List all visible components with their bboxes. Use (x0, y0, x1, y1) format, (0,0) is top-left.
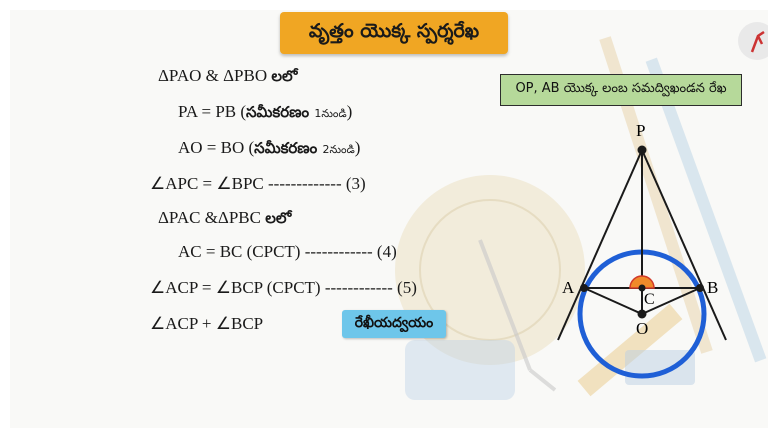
step-3-math: AO = BO ( (178, 138, 255, 157)
label-p: P (636, 121, 645, 140)
step-8: ∠ACP + ∠BCP (150, 314, 264, 333)
step-5: ΔPAC &ΔPBC లలో (158, 208, 291, 231)
tangent-pb (641, 149, 727, 341)
step-1: ΔPAO & ΔPBO లలో (158, 66, 297, 89)
step-2-math: PA = PB ( (178, 102, 247, 121)
step-5-telugu: లలో (265, 209, 292, 227)
right-angle-mark (629, 275, 655, 289)
label-o: O (636, 319, 648, 338)
step-5-math: ΔPAC &ΔPBC (158, 208, 266, 227)
point-p (637, 145, 647, 155)
slide: వృత్తం యొక్క స్పర్శరేఖ OP, AB యొక్క లంబ … (10, 10, 768, 428)
point-c (638, 284, 646, 292)
radius-oa (583, 287, 643, 315)
step-2-close: ) (346, 102, 353, 121)
step-6: AC = BC (CPCT) ------------ (4) (178, 242, 397, 261)
step-1-telugu: లలో (271, 67, 298, 85)
linear-pair-label: రేఖీయద్వయం (342, 310, 446, 338)
tangent-diagram: P A B C O (557, 121, 727, 379)
step-3-small: 2నుండి (322, 143, 355, 156)
step-2: PA = PB (సమీకరణం 1నుండి) (178, 102, 352, 125)
step-3-telugu: సమీకరణం (254, 139, 323, 157)
point-a (580, 284, 588, 292)
step-7: ∠ACP = ∠BCP (CPCT) ------------ (5) (150, 278, 417, 297)
step-3-close: ) (354, 138, 361, 157)
point-b (696, 284, 704, 292)
tangent-pa (557, 149, 643, 341)
perpendicular-bisector-note: OP, AB యొక్క లంబ సమద్విఖండన రేఖ (500, 74, 742, 106)
label-b: B (707, 278, 718, 297)
radius-ob (641, 287, 701, 315)
step-3: AO = BO (సమీకరణం 2నుండి) (178, 138, 360, 161)
channel-logo-icon (738, 22, 768, 60)
point-o (637, 309, 647, 319)
step-2-small: 1నుండి (314, 107, 347, 120)
title-banner: వృత్తం యొక్క స్పర్శరేఖ (280, 12, 508, 54)
label-c: C (644, 291, 655, 308)
step-1-math: ΔPAO & ΔPBO (158, 66, 272, 85)
step-2-telugu: సమీకరణం (246, 103, 315, 121)
label-a: A (562, 278, 575, 297)
step-4: ∠APC = ∠BPC ------------- (3) (150, 174, 366, 193)
